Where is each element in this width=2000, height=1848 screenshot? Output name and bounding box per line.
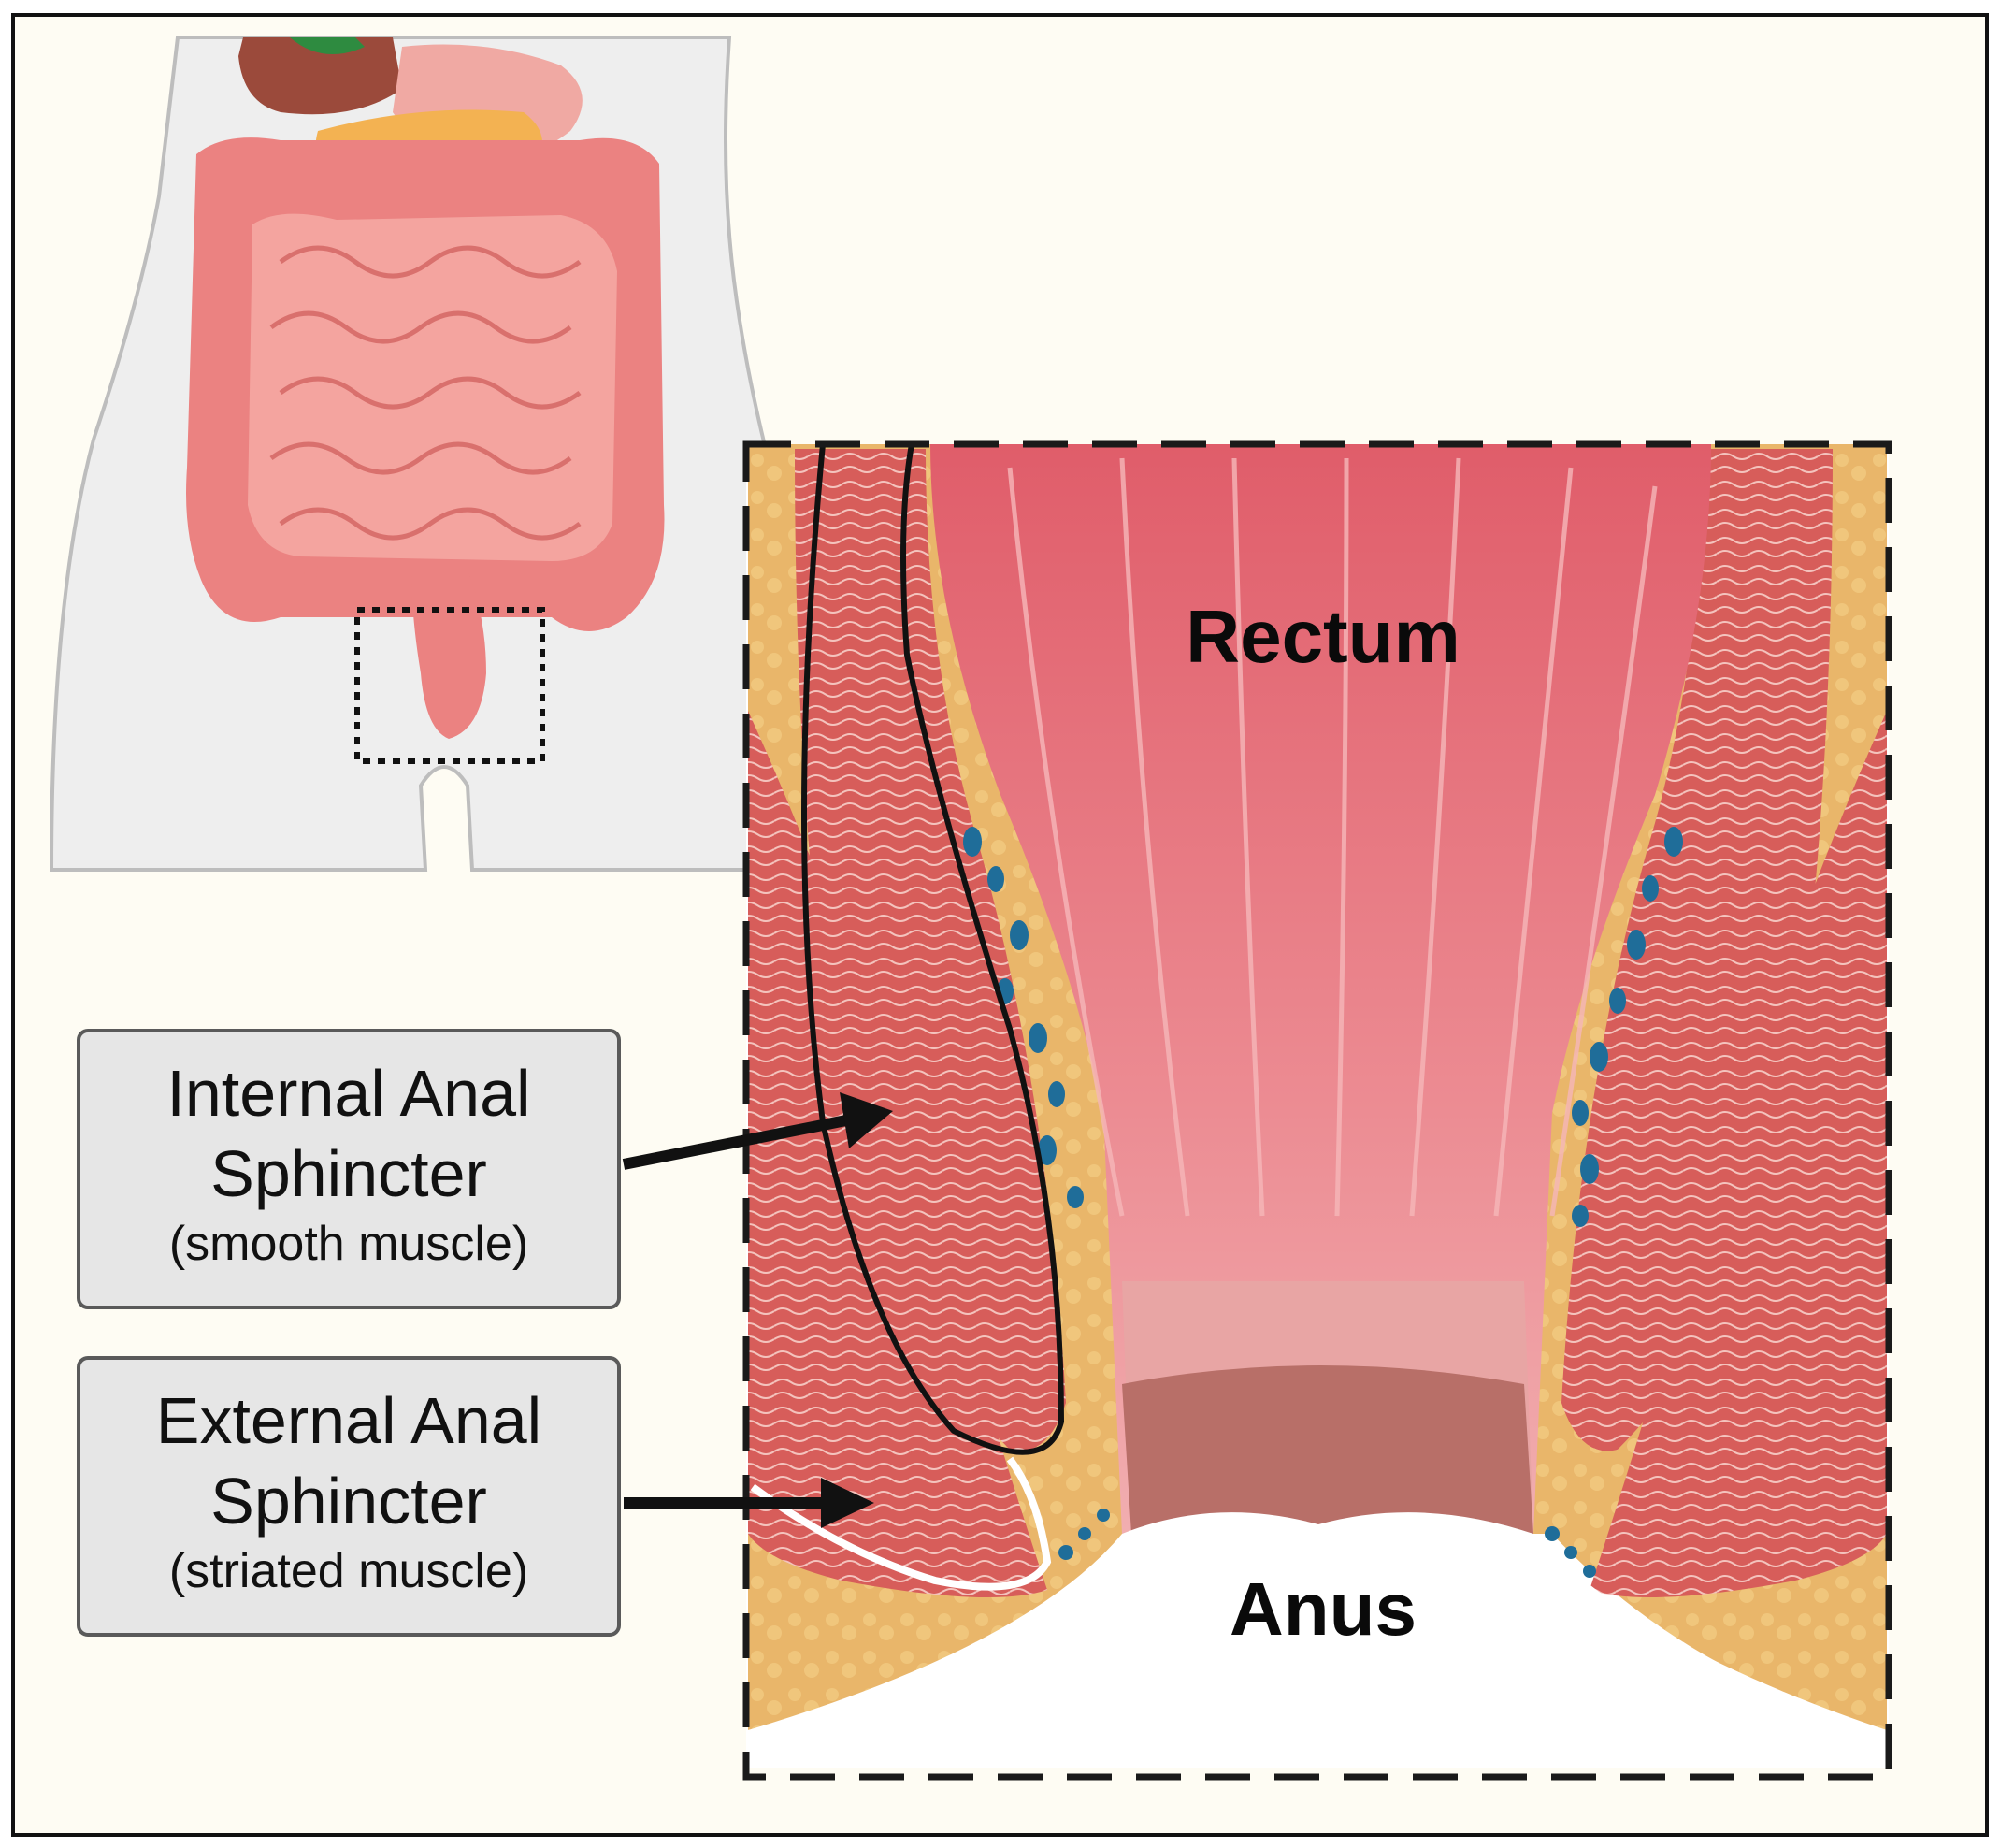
zoom-frame — [742, 440, 1892, 1781]
anus-label: Anus — [1230, 1567, 1417, 1651]
callout-internal-line2: Sphincter — [210, 1137, 487, 1210]
external-sphincter-outline — [750, 1456, 1052, 1591]
arrow-external — [624, 1478, 874, 1528]
internal-sphincter-left — [795, 449, 1066, 1451]
callout-external-anal-sphincter: External Anal Sphincter (striated muscle… — [77, 1356, 621, 1637]
zoom-region-box — [354, 607, 545, 764]
anal-canal-cross-section — [746, 443, 1889, 1768]
callout-external-line3: (striated muscle) — [168, 1544, 529, 1598]
rectum-label: Rectum — [1186, 595, 1460, 678]
callout-external-line2: Sphincter — [210, 1465, 487, 1538]
callout-internal-line1: Internal Anal — [166, 1057, 531, 1130]
internal-sphincter-outline — [801, 443, 1065, 1455]
arrow-internal — [622, 1092, 893, 1170]
callout-internal-line3: (smooth muscle) — [168, 1217, 529, 1271]
callout-internal-anal-sphincter: Internal Anal Sphincter (smooth muscle) — [77, 1029, 621, 1309]
rectum-lumen — [930, 444, 1711, 1534]
digestive-organs-illustration — [186, 37, 665, 739]
internal-sphincter-right — [1561, 449, 1833, 1451]
callout-external-line1: External Anal — [155, 1384, 542, 1457]
